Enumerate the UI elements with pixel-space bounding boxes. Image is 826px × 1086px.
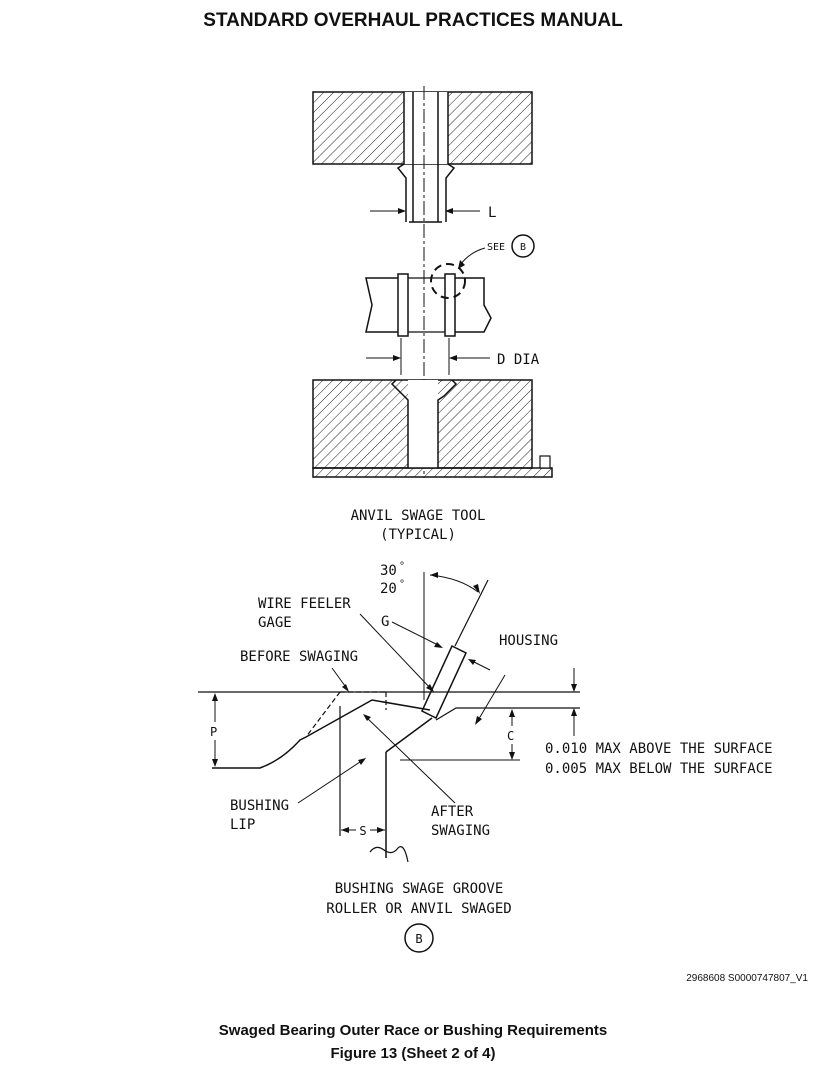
wire-feeler-label-1: WIRE FEELER: [258, 596, 351, 612]
wire-feeler-leader: [359, 613, 433, 691]
lower-anvil-block: [312, 379, 553, 478]
c-label: C: [507, 729, 514, 743]
p-label: P: [210, 725, 217, 739]
wire-feeler-gage: [421, 644, 467, 720]
d-dia-label: D DIA: [497, 352, 540, 368]
after-swaging-label-2: SWAGING: [431, 823, 490, 839]
g-dimension: [391, 621, 441, 647]
after-swaging-leader: [364, 715, 456, 804]
after-swaging-label-1: AFTER: [431, 804, 474, 820]
housing-leader: [476, 674, 506, 723]
upper-anvil-block: [312, 91, 533, 223]
housing-label: HOUSING: [499, 633, 558, 649]
flush-tolerance-arrows: [571, 668, 577, 736]
max-below-label: 0.005 MAX BELOW THE SURFACE: [545, 761, 773, 777]
bushing-lip-label-1: BUSHING: [230, 798, 289, 814]
max-above-label: 0.010 MAX ABOVE THE SURFACE: [545, 741, 773, 757]
groove-label-2: ROLLER OR ANVIL SWAGED: [326, 901, 511, 917]
angle-30-label: 30: [380, 563, 397, 579]
detail-ref-label: B: [415, 932, 422, 946]
angle-20-degree: °: [399, 579, 405, 590]
angle-20-label: 20: [380, 581, 397, 597]
see-ref-label: B: [520, 242, 526, 253]
l-label: L: [488, 205, 496, 221]
figure-id: 2968608 S0000747807_V1: [686, 973, 808, 984]
see-leader: [459, 247, 486, 266]
see-ref-circle: [511, 234, 535, 258]
housing-surface-line: [435, 707, 580, 721]
page-title: STANDARD OVERHAUL PRACTICES MANUAL: [203, 10, 623, 31]
l-dimension: [370, 208, 480, 214]
d-dia-dimension: [366, 338, 490, 375]
groove-label-1: BUSHING SWAGE GROOVE: [335, 881, 504, 897]
break-line: [369, 846, 409, 863]
c-dimension: [400, 709, 520, 761]
see-label: SEE: [487, 242, 505, 253]
angle-30-degree: °: [399, 561, 405, 572]
anvil-tool-label-2: (TYPICAL): [380, 527, 456, 543]
housing-section: [365, 263, 492, 337]
swage-chamfer: [385, 717, 433, 753]
bushing-lip-label-2: LIP: [230, 817, 255, 833]
before-swaging-label: BEFORE SWAGING: [240, 649, 358, 665]
s-dimension: [341, 827, 385, 833]
detail-ref-circle: [404, 923, 434, 953]
s-label: S: [359, 824, 366, 838]
figure-caption-number: Figure 13 (Sheet 2 of 4): [330, 1045, 496, 1062]
p-dimension: [212, 693, 218, 767]
g-label: G: [381, 614, 389, 630]
wire-feeler-label-2: GAGE: [258, 615, 292, 631]
anvil-tool-label-1: ANVIL SWAGE TOOL: [351, 508, 486, 524]
bushing-lip-leader: [297, 759, 364, 804]
bushing-profile: [212, 699, 431, 769]
before-swaging-outline: [305, 691, 387, 738]
figure-caption-title: Swaged Bearing Outer Race or Bushing Req…: [218, 1022, 608, 1039]
gage-axis-line: [454, 579, 489, 647]
